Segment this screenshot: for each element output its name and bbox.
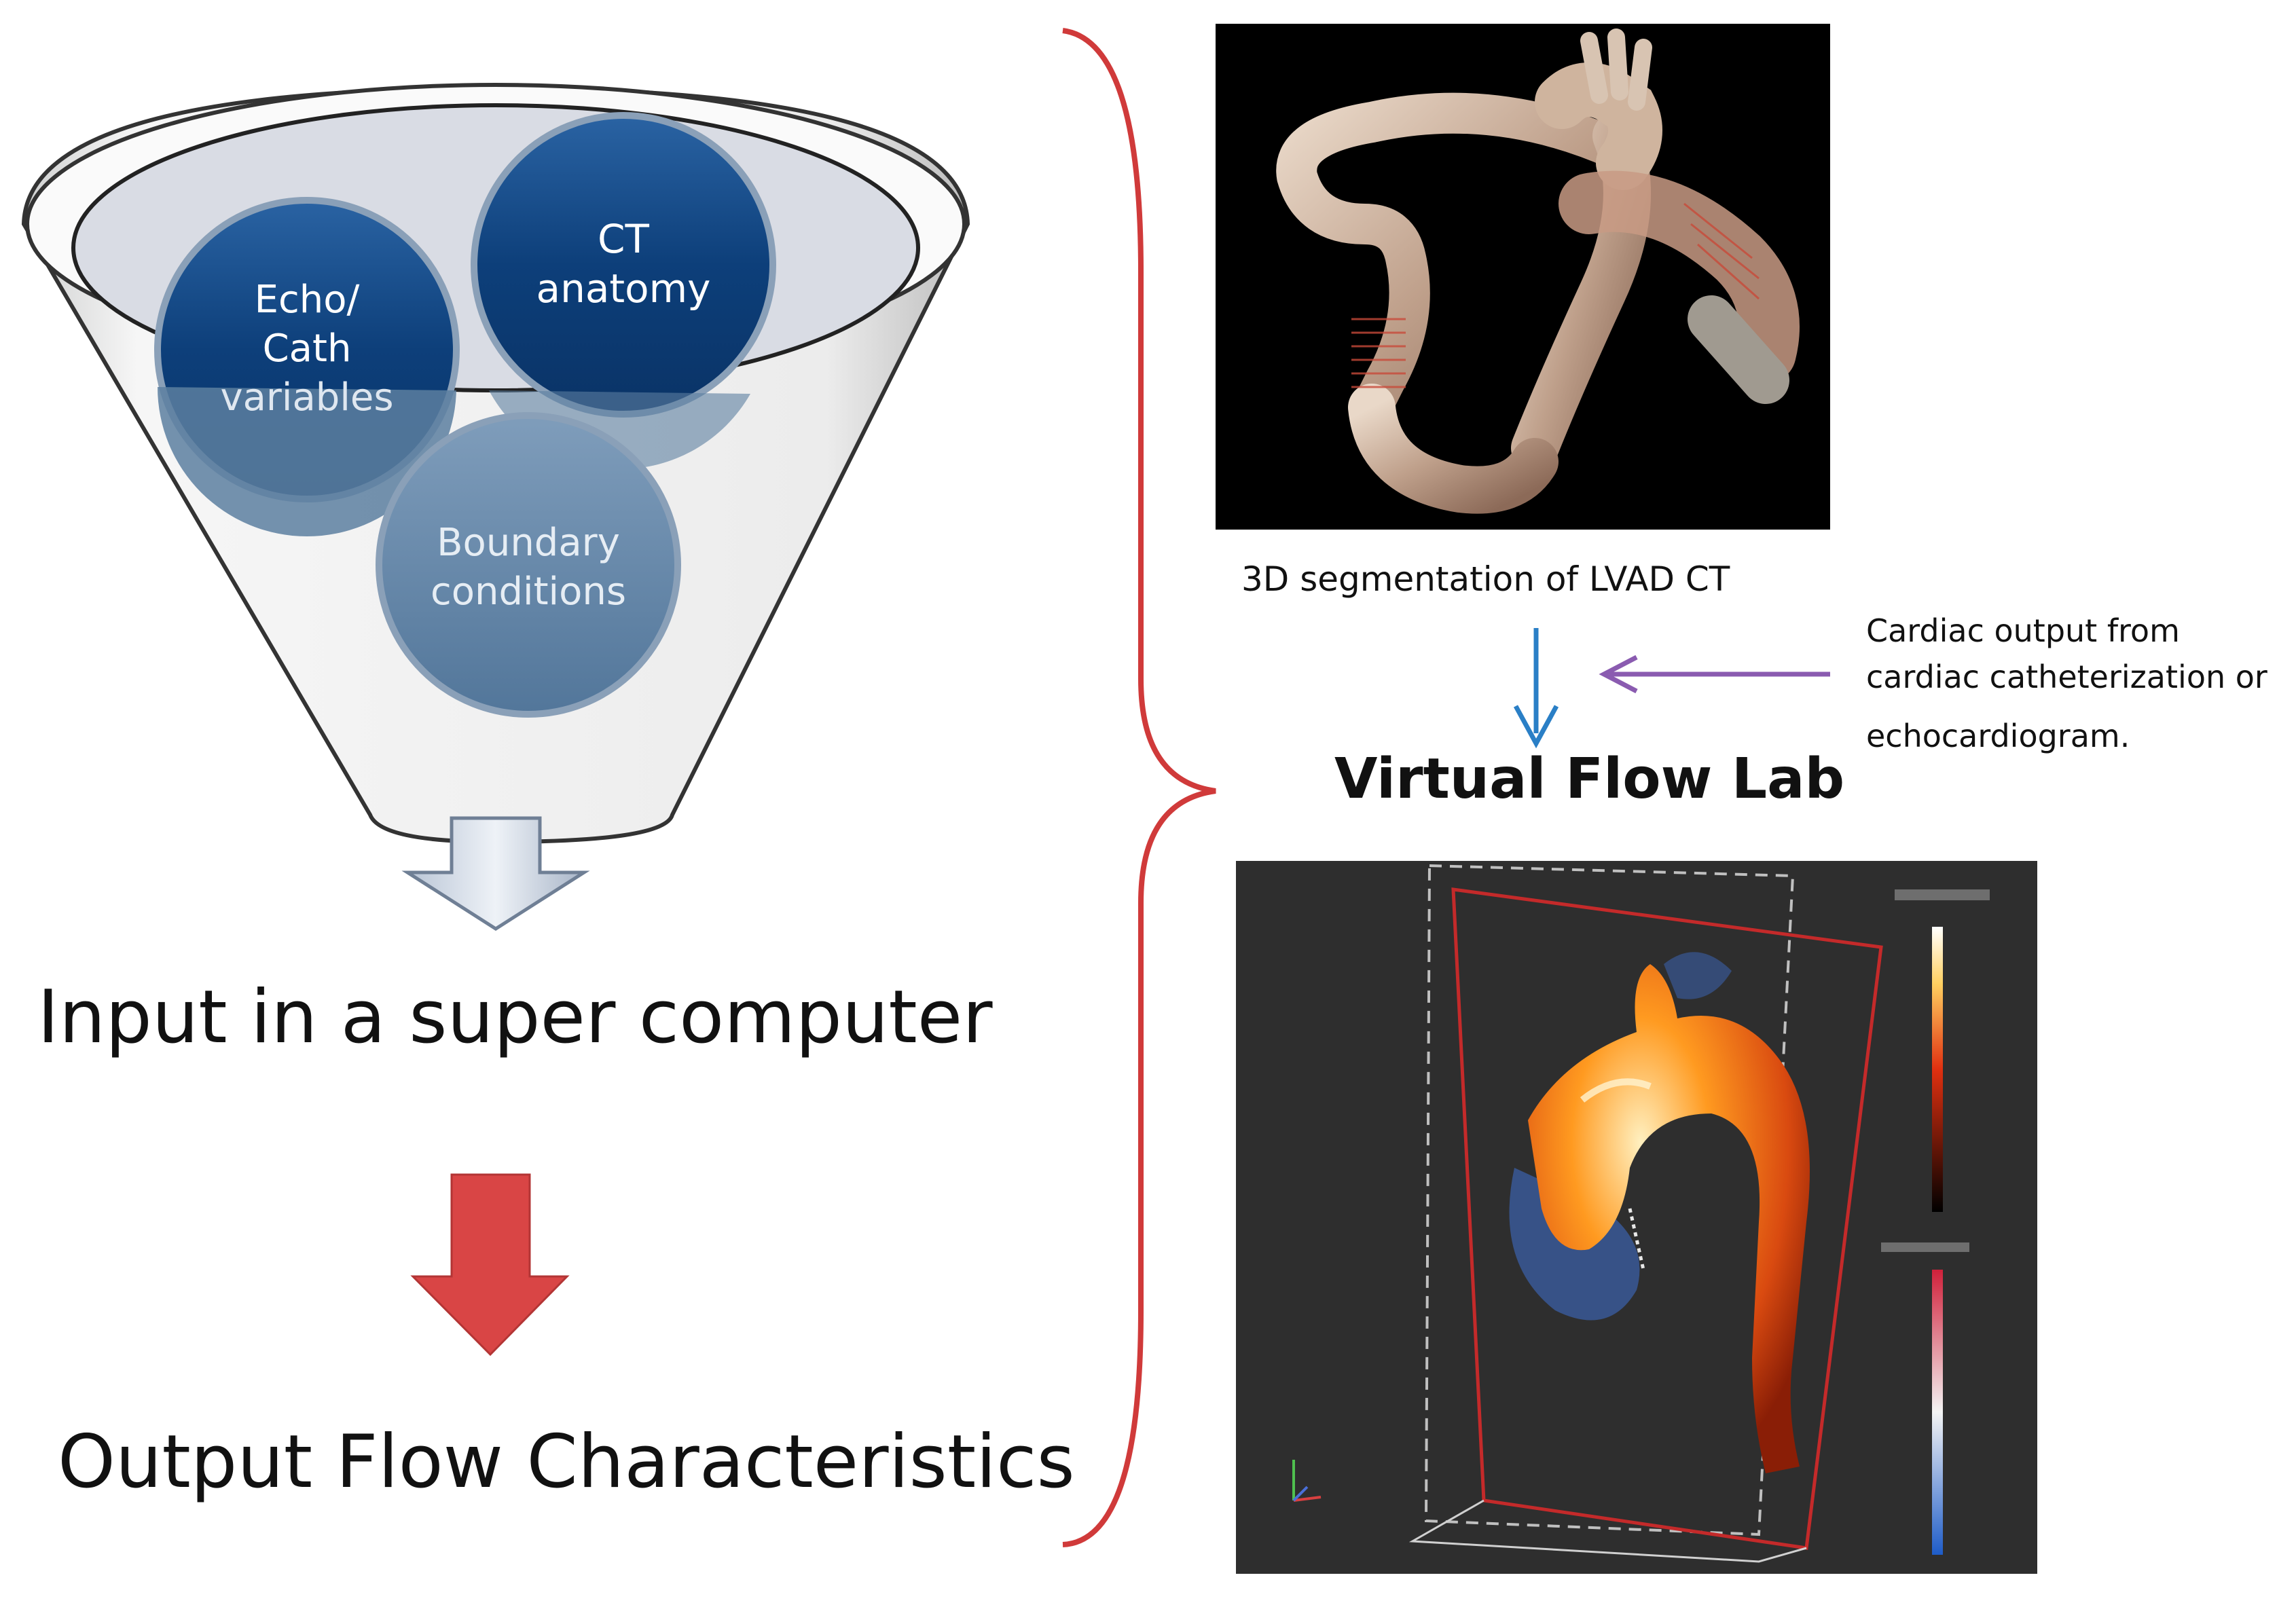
cardiac-note-line3: echocardiogram. [1866,718,2130,754]
purple-left-arrow-icon [1599,655,1830,694]
input-step-label: Input in a super computer [37,975,993,1060]
echo-cath-line3: variables [220,375,393,420]
blue-down-arrow-icon [1513,628,1559,749]
echo-cath-line2: Cath [263,327,352,371]
cardiac-note-line2: cardiac catheterization or [1866,659,2267,695]
red-down-arrow-icon [410,1173,570,1357]
echo-cath-circle: Echo/ Cath variables [154,197,460,536]
grey-down-arrow-icon [401,816,590,931]
ct-segmentation-caption: 3D segmentation of LVAD CT [1241,559,1730,599]
boundary-line2: conditions [431,570,626,614]
cardiac-note-line1: Cardiac output from [1866,612,2180,649]
ct-anatomy-line2: anatomy [536,265,711,312]
ct-anatomy-line1: CT [598,216,649,262]
echo-cath-line1: Echo/ [255,278,360,322]
funnel: Echo/ Cath variables CT anatomy Boundary… [21,83,970,845]
boundary-conditions-circle: Boundary conditions [376,412,681,718]
virtual-flow-lab-title: Virtual Flow Lab [1334,747,1844,811]
flow-simulation-image [1236,861,2037,1574]
boundary-line1: Boundary [437,521,620,565]
output-step-label: Output Flow Characteristics [58,1420,1075,1505]
ct-segmentation-image [1216,24,1830,530]
curly-brace [1062,28,1216,1547]
